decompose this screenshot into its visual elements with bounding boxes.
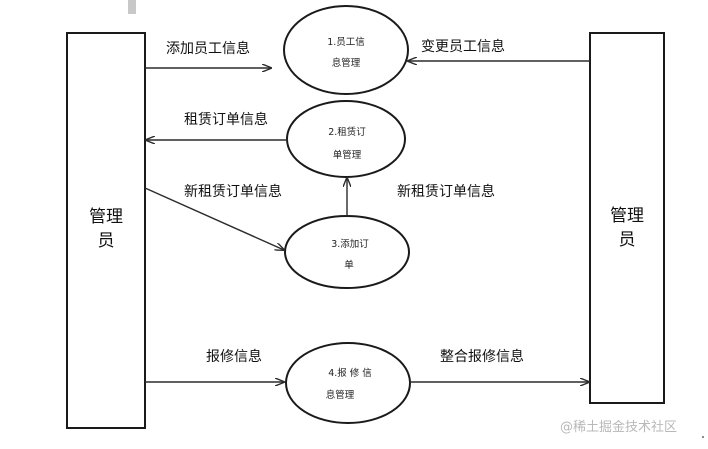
process-4-label-2: 息管理 xyxy=(326,389,355,401)
entity-admin-right-label-1: 管理 xyxy=(610,206,644,226)
process-3-label-2: 单 xyxy=(344,259,354,271)
entity-admin-left-label-1: 管理 xyxy=(89,207,123,227)
top-edge-bar xyxy=(128,0,136,14)
flow-new-rental-order-right-label: 新租赁订单信息 xyxy=(397,183,495,200)
process-1-label-2: 息管理 xyxy=(332,57,361,69)
process-2-label-2: 单管理 xyxy=(333,149,362,161)
entity-admin-left: 管理 员 xyxy=(66,32,146,429)
flow-add-employee-label: 添加员工信息 xyxy=(166,40,250,57)
process-2-label-1: 2.租赁订 xyxy=(328,126,366,138)
entity-admin-right-label-2: 员 xyxy=(619,230,636,250)
process-add-order: 3.添加订 单 xyxy=(284,215,410,289)
corner-dot xyxy=(702,436,704,438)
flow-change-employee-label: 变更员工信息 xyxy=(421,38,505,55)
watermark-text: @稀土掘金技术社区 xyxy=(560,419,677,435)
entity-admin-right: 管理 员 xyxy=(589,32,665,404)
process-4-label-1: 4.报 修 信 xyxy=(328,367,372,379)
flow-rental-order-label: 租赁订单信息 xyxy=(184,111,268,128)
process-3-label-1: 3.添加订 xyxy=(331,239,369,250)
process-employee-management: 1.员工信 息管理 xyxy=(283,5,409,95)
process-repair-info-management: 4.报 修 信 息管理 xyxy=(285,342,411,424)
flow-repair-info-label: 报修信息 xyxy=(206,348,262,365)
entity-admin-left-label-2: 员 xyxy=(98,231,115,251)
process-1-label-1: 1.员工信 xyxy=(327,36,365,48)
flow-new-rental-order-left-label: 新租赁订单信息 xyxy=(184,183,282,200)
process-rental-order-management: 2.租赁订 单管理 xyxy=(286,100,406,178)
flow-new-rental-order-left-arrow xyxy=(144,187,284,250)
flow-merge-repair-info-label: 整合报修信息 xyxy=(440,348,524,365)
